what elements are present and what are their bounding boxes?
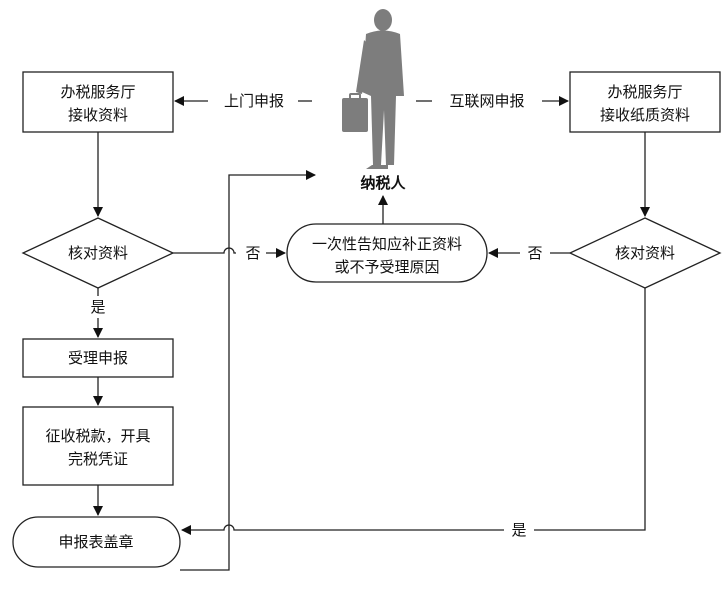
- accept-label: 受理申报: [68, 349, 128, 367]
- taxpayer-figure-icon: [342, 9, 404, 169]
- right-check-diamond: 核对资料: [568, 217, 722, 289]
- left-no-line: [173, 247, 236, 254]
- left-hall-box: 办税服务厅 接收资料: [22, 71, 174, 133]
- stamp-label: 申报表盖章: [58, 533, 133, 551]
- collect-box: 征收税款，开具 完税凭证: [22, 406, 174, 486]
- right-yes-arrow: [181, 524, 504, 535]
- left-hall-line-1: 办税服务厅: [60, 83, 135, 101]
- taxpayer-label: 纳税人: [360, 174, 406, 192]
- left-hall-line-2: 接收资料: [68, 106, 128, 124]
- collect-line-1: 征收税款，开具: [45, 427, 150, 445]
- right-yes-line: [534, 288, 646, 531]
- internet-label: 互联网申报: [449, 92, 524, 110]
- notice-line-2: 或不予受理原因: [334, 258, 439, 276]
- notice-box: 一次性告知应补正资料 或不予受理原因: [286, 223, 488, 283]
- right-hall-box: 办税服务厅 接收纸质资料: [569, 71, 721, 133]
- left-no-label: 否: [245, 244, 260, 262]
- right-yes-label: 是: [511, 521, 526, 539]
- onsite-label: 上门申报: [224, 92, 284, 110]
- notice-line-1: 一次性告知应补正资料: [312, 235, 462, 253]
- right-hall-line-2: 接收纸质资料: [600, 106, 690, 124]
- stamp-to-taxpayer-line: [180, 170, 316, 571]
- collect-line-2: 完税凭证: [68, 450, 128, 468]
- left-check-label: 核对资料: [68, 244, 128, 262]
- stamp-box: 申报表盖章: [12, 516, 181, 568]
- accept-box: 受理申报: [22, 338, 174, 378]
- left-check-diamond: 核对资料: [21, 217, 175, 289]
- left-yes-label: 是: [90, 298, 105, 316]
- right-hall-line-1: 办税服务厅: [607, 83, 682, 101]
- right-check-label: 核对资料: [615, 244, 675, 262]
- right-no-label: 否: [527, 244, 542, 262]
